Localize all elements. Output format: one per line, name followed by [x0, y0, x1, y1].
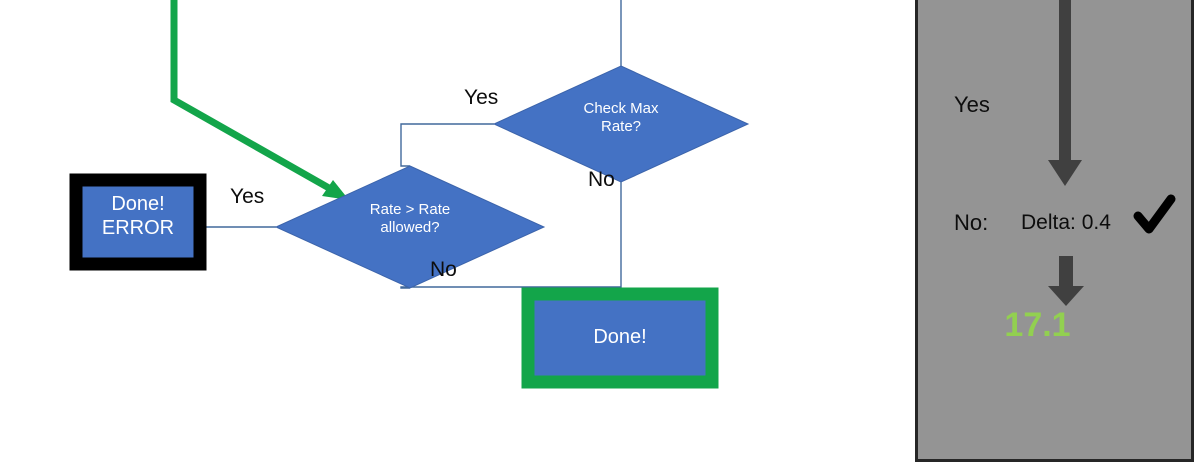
- edge-label-yes-rate-allowed: Yes: [230, 185, 265, 208]
- panel-no-label: No:: [954, 210, 989, 235]
- highlight-arrowhead-green: [322, 180, 349, 200]
- panel-delta-value: Delta: 0.4: [1021, 211, 1111, 234]
- node-rate-allowed-shape[interactable]: [274, 165, 546, 289]
- connector-rate-allowed-no: [400, 286, 621, 289]
- panel-arrows-layer: [1048, 0, 1176, 306]
- edge-label-no-check-max-rate: No: [588, 168, 615, 191]
- panel-arrow-down-short: [1048, 256, 1084, 306]
- node-done-error-shape[interactable]: [69, 173, 207, 271]
- node-done-shape[interactable]: [521, 287, 719, 389]
- check-mark-icon: [1133, 194, 1176, 234]
- status-panel: Yes No: Delta: 0.4 17.1: [915, 0, 1194, 462]
- highlight-path-green: [170, 0, 338, 196]
- edge-label-no-rate-allowed: No: [430, 258, 457, 281]
- node-check-max-rate-shape[interactable]: [492, 65, 750, 183]
- panel-yes-label: Yes: [954, 92, 990, 117]
- edge-label-yes-check-max-rate: Yes: [464, 86, 499, 109]
- panel-result-value: 17.1: [1004, 306, 1071, 344]
- connector-check-max-rate-yes: [400, 123, 494, 167]
- panel-arrow-down-long: [1048, 0, 1082, 186]
